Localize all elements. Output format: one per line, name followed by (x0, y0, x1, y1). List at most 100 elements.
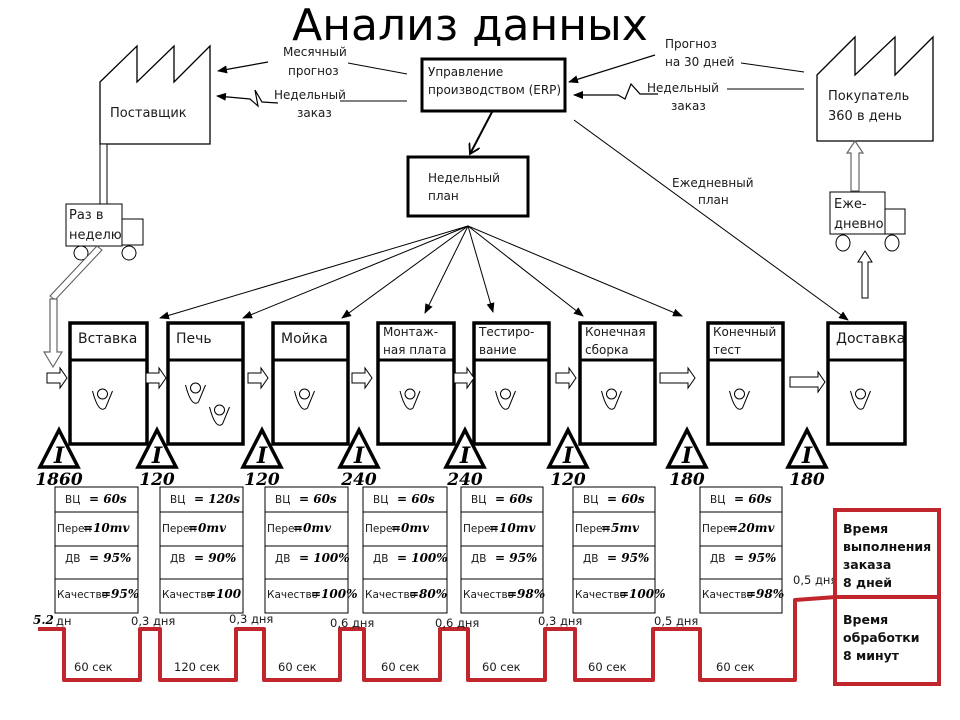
inventory-count: 180 (789, 470, 825, 490)
weekly-order-customer-line2: заказ (671, 99, 706, 113)
data-box-value: =100 (206, 587, 242, 601)
data-box-value: =5mv (601, 521, 640, 535)
plan-arrow (424, 225, 469, 314)
process-name-line1: Конечный (713, 325, 776, 339)
monthly-forecast-line2: прогноз (288, 64, 339, 78)
inventory-count: 120 (244, 470, 280, 490)
plan-arrow (467, 225, 584, 317)
lead-time-value: 8 дней (843, 575, 892, 590)
flow-line (347, 62, 408, 75)
push-arrow-icon (247, 366, 269, 390)
operator-icon (92, 388, 113, 410)
summary-box: Время выполнения заказа 8 дней Время обр… (833, 508, 941, 686)
process-box: Конечная сборка (578, 321, 657, 446)
operator-icon (729, 388, 750, 410)
inventory-count: 120 (550, 470, 586, 490)
timeline-cycle: 60 сек (74, 660, 113, 674)
process-name-line1: Конечная (585, 325, 646, 339)
process-name: Доставка (836, 331, 905, 347)
operator-icon (850, 388, 871, 410)
daily-plan-arrow (573, 119, 849, 321)
timeline-wait: 0,3 дня (131, 614, 175, 628)
data-box-key: Качество (267, 589, 318, 601)
data-box-value: = 60s (89, 492, 127, 506)
data-box-key: ВЦ (275, 494, 290, 506)
process-name-line2: вание (479, 343, 516, 357)
process-box: Монтаж-ная плата (376, 321, 456, 446)
inventory-symbol: I (53, 443, 65, 469)
push-arrow-icon (789, 370, 826, 394)
data-box-value: =0mv (188, 521, 227, 535)
timeline-cycle: 60 сек (381, 660, 420, 674)
inventory-icon (443, 426, 487, 469)
timeline-cycle: 60 сек (482, 660, 521, 674)
inventory-symbol: I (256, 443, 268, 469)
process-name-line2: тест (713, 343, 741, 357)
weekly-order-supplier-arrow (216, 89, 279, 108)
erp-box: Управление производством (ERP) (420, 57, 567, 113)
outbound-truck-line1: Еже- (834, 197, 867, 212)
inventory-count: 120 (139, 470, 175, 490)
timeline-wait: 0,3 дня (538, 614, 582, 628)
data-box-key: ДВ (65, 553, 80, 565)
plan-arrow (341, 225, 469, 319)
weekly-plan-line2: план (428, 189, 459, 203)
inventory-count: 1860 (35, 470, 82, 490)
lead-time-line1: Время (843, 521, 888, 536)
data-box-value: =80% (409, 587, 447, 601)
timeline-line (38, 595, 837, 682)
process-box: Доставка (826, 321, 907, 446)
outbound-shipment: Еже- дневно (829, 139, 906, 299)
forecast-30-line2: на 30 дней (665, 55, 734, 69)
operator-icon (209, 404, 230, 426)
push-arrow-icon (145, 366, 167, 390)
page-title: Анализ данных (292, 0, 648, 51)
data-box-key: ДВ (710, 553, 725, 565)
inventory-symbol: I (459, 443, 471, 469)
data-box-value: =0mv (391, 521, 430, 535)
data-box-key: ВЦ (373, 494, 388, 506)
data-box-key: Перен (57, 523, 91, 535)
inventory-count: 180 (669, 470, 705, 490)
customer-label-line1: Покупатель (828, 89, 909, 104)
customer-factory: Покупатель 360 в день (816, 35, 934, 142)
timeline-first-value: 5.2 (33, 613, 54, 627)
flow-line (740, 62, 805, 73)
inventory-icon (665, 426, 709, 469)
inbound-truck-line1: Раз в (69, 208, 104, 223)
weekly-plan-fanout (159, 225, 683, 320)
process-name-line1: Тестиро- (478, 325, 534, 339)
processing-time-line2: обработки (843, 630, 920, 645)
monthly-forecast-line1: Месячный (283, 45, 347, 59)
daily-plan-line2: план (698, 193, 729, 207)
forecast-30-line1: Прогноз (665, 37, 717, 51)
data-box-key: ДВ (471, 553, 486, 565)
weekly-order-customer-arrow (573, 82, 658, 100)
processing-time-line1: Время (843, 612, 888, 627)
process-box: Печь (166, 321, 245, 446)
inventory-icon (546, 426, 590, 469)
data-box-value: =95% (101, 587, 139, 601)
data-box-value: = 100% (299, 551, 350, 565)
process-name-line2: сборка (585, 343, 629, 357)
data-box-key: ВЦ (583, 494, 598, 506)
timeline-cycle: 60 сек (588, 660, 627, 674)
data-box-key: ДВ (170, 553, 185, 565)
inventory-icon (135, 426, 179, 469)
plan-arrow (467, 225, 495, 313)
data-box-value: = 95% (607, 551, 649, 565)
data-box-value: = 60s (495, 492, 533, 506)
operator-icon (185, 382, 206, 404)
process-name: Мойка (281, 331, 328, 347)
data-box-key: ВЦ (710, 494, 725, 506)
plan-arrow (159, 225, 469, 320)
operator-icon (495, 388, 516, 410)
